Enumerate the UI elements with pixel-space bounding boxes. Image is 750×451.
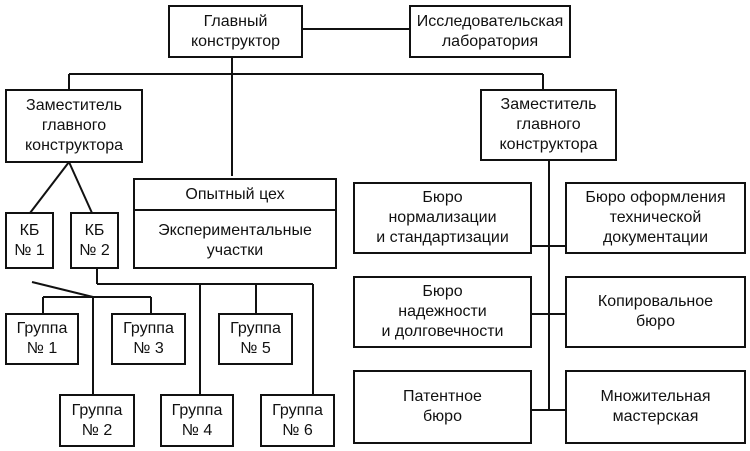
deputy-left-label: Заместитель главного конструктора bbox=[25, 97, 123, 154]
copy-bureau-box: Копировальное бюро bbox=[565, 276, 746, 348]
kb1-label: КБ № 1 bbox=[14, 221, 45, 259]
pilot-workshop-title-cell: Опытный цех bbox=[135, 180, 335, 211]
group5-box: Группа № 5 bbox=[218, 313, 293, 365]
group2-label: Группа № 2 bbox=[71, 401, 123, 439]
bureau-documentation-box: Бюро оформления технической документации bbox=[565, 182, 746, 254]
research-lab-label: Исследовательская лаборатория bbox=[416, 12, 564, 50]
bureau-normalization-label: Бюро нормализации и стандартизации bbox=[376, 189, 509, 246]
pilot-workshop-box: Опытный цех Экспериментальные участки bbox=[133, 178, 337, 269]
copy-bureau-label: Копировальное бюро bbox=[597, 293, 714, 330]
bureau-reliability-box: Бюро надежности и долговечности bbox=[353, 276, 532, 348]
research-lab-box: Исследовательская лаборатория bbox=[409, 5, 571, 58]
group5-label: Группа № 5 bbox=[230, 320, 281, 357]
bureau-documentation-label: Бюро оформления технической документации bbox=[585, 189, 726, 246]
group4-label: Группа № 4 bbox=[171, 401, 223, 439]
deputy-right-label: Заместитель главного конструктора bbox=[499, 96, 598, 153]
edge-kb1-groups bbox=[31, 281, 94, 298]
group2-box: Группа № 2 bbox=[59, 394, 135, 447]
deputy-left-box: Заместитель главного конструктора bbox=[5, 89, 143, 163]
group6-box: Группа № 6 bbox=[260, 394, 335, 447]
group1-label: Группа № 1 bbox=[16, 320, 68, 357]
edge-deputy-kb2 bbox=[68, 161, 93, 214]
patent-bureau-box: Патентное бюро bbox=[353, 370, 532, 444]
edge-deputy-kb1 bbox=[29, 161, 70, 214]
group4-box: Группа № 4 bbox=[160, 394, 234, 447]
kb2-label: КБ № 2 bbox=[79, 221, 110, 259]
pilot-workshop-title: Опытный цех bbox=[185, 185, 285, 203]
copy-shop-label: Множительная мастерская bbox=[600, 388, 711, 425]
experimental-sections-cell: Экспериментальные участки bbox=[135, 211, 335, 270]
group3-label: Группа № 3 bbox=[123, 320, 174, 357]
deputy-right-box: Заместитель главного конструктора bbox=[480, 89, 617, 161]
experimental-sections-label: Экспериментальные участки bbox=[158, 221, 312, 259]
kb1-box: КБ № 1 bbox=[5, 212, 54, 269]
group3-box: Группа № 3 bbox=[111, 313, 186, 365]
group6-label: Группа № 6 bbox=[272, 401, 323, 439]
patent-bureau-label: Патентное бюро bbox=[403, 388, 482, 425]
bureau-normalization-box: Бюро нормализации и стандартизации bbox=[353, 182, 532, 254]
copy-shop-box: Множительная мастерская bbox=[565, 370, 746, 444]
chief-designer-label: Главный конструктор bbox=[190, 12, 281, 50]
group1-box: Группа № 1 bbox=[5, 313, 79, 365]
kb2-box: КБ № 2 bbox=[70, 212, 119, 269]
chief-designer-box: Главный конструктор bbox=[168, 5, 303, 58]
bureau-reliability-label: Бюро надежности и долговечности bbox=[381, 283, 504, 340]
